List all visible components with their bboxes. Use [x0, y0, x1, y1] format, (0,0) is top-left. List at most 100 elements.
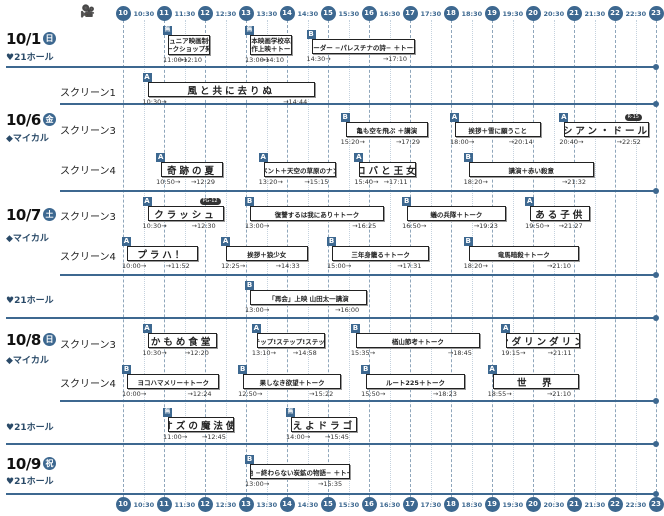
program-block[interactable]: かもめ食堂: [147, 333, 217, 348]
program-block[interactable]: ステップ!ステップ!ステップ!: [256, 333, 325, 348]
start-time: 15:50→: [361, 390, 386, 398]
program-block[interactable]: 講演＋赤い殺意: [468, 162, 594, 177]
program-block[interactable]: ある子供: [530, 206, 591, 221]
day-of-week-badge: 日: [42, 32, 56, 45]
program-block[interactable]: 燃えよドラゴン: [291, 417, 357, 432]
screen-label: スクリーン3: [60, 212, 116, 223]
program-block[interactable]: 果しなき欲望＋トーク: [243, 374, 342, 389]
hour-marker: 14: [279, 497, 295, 512]
program-block[interactable]: 「再会」上映 山田太一講演: [250, 290, 367, 305]
program-block[interactable]: オズの魔法使: [168, 417, 234, 432]
program-block[interactable]: 竜馬暗殺＋トーク: [468, 246, 579, 261]
program-block[interactable]: 楢山節考＋トーク: [355, 333, 480, 348]
rating-badge: A: [559, 113, 569, 122]
screen-label: スクリーン4: [60, 252, 116, 263]
rating-badge: B: [327, 237, 336, 246]
half-hour-label: 18:30: [461, 501, 483, 509]
half-hour-label: 21:30: [584, 501, 606, 509]
program-block[interactable]: 日本映画学校卒業制作上映＋トーク: [250, 35, 292, 55]
hour-marker: 21: [566, 6, 582, 21]
hour-gridline: [205, 20, 206, 502]
start-time: 20:40→: [559, 138, 584, 146]
half-hour-gridline: [512, 20, 514, 502]
end-time: →15:22: [309, 390, 334, 398]
program-block[interactable]: クラッシュ: [147, 206, 224, 221]
program-block[interactable]: ガーダー −パレスチナの詩− ＋トーク: [311, 39, 415, 54]
half-hour-label: 15:30: [338, 10, 360, 18]
row-separator: [6, 493, 658, 495]
rating-badge: A: [487, 365, 497, 374]
half-hour-gridline: [430, 20, 432, 502]
rating-badge: B: [463, 237, 473, 246]
age-rating-tag: PG-12: [199, 198, 221, 205]
program-block[interactable]: 蟻の兵隊＋トーク: [407, 206, 506, 221]
end-time: →15:35: [317, 480, 343, 488]
program-block[interactable]: ヨコハマメリー＋トーク: [127, 374, 220, 389]
hour-marker: 18: [443, 6, 459, 21]
program-block[interactable]: 風と共に去りぬ: [147, 82, 316, 97]
program-block[interactable]: 奇跡の夏: [161, 162, 223, 177]
start-time: 12:25→: [221, 262, 246, 270]
hour-gridline: [287, 20, 288, 502]
start-time: 10:00→: [122, 262, 147, 270]
program-block[interactable]: 三年身籠る＋トーク: [332, 246, 430, 261]
age-rating-tag: R-15: [624, 114, 642, 121]
program-block[interactable]: ロバと王女: [359, 162, 416, 177]
half-hour-label: 21:30: [584, 10, 606, 18]
end-time: →12:24: [187, 390, 212, 398]
start-time: 12:50→: [238, 390, 263, 398]
half-hour-label: 14:30: [297, 10, 319, 18]
rating-badge: B: [402, 197, 412, 206]
hour-marker: 15: [320, 6, 336, 21]
half-hour-gridline: [471, 20, 473, 502]
start-time: 19:50→: [525, 222, 550, 230]
half-hour-label: 13:30: [256, 10, 278, 18]
start-time: 15:40→: [354, 178, 379, 186]
rating-badge: A: [258, 153, 268, 162]
hour-marker: 22: [607, 497, 623, 512]
hour-gridline: [246, 20, 247, 502]
hour-marker: 15: [320, 497, 336, 512]
start-time: 18:55→: [487, 390, 512, 398]
hour-marker: 14: [279, 6, 295, 21]
program-block[interactable]: ロシアン・ドールズ: [564, 122, 649, 137]
start-time: 13:00→: [245, 56, 270, 64]
half-hour-label: 19:30: [502, 10, 524, 18]
program-block[interactable]: 挨拶＋狼少女: [226, 246, 308, 261]
half-hour-label: 22:30: [625, 10, 647, 18]
separator-end-dot: [653, 491, 659, 497]
end-time: →18:23: [432, 390, 457, 398]
separator-end-dot: [653, 188, 659, 194]
program-block[interactable]: 挨拶＋雪に願うこと: [455, 122, 541, 137]
program-block[interactable]: ジュニア映画制作ワークショップ発表: [168, 35, 210, 55]
day-of-week-badge: 祝: [42, 457, 56, 470]
program-block[interactable]: ルート225＋トーク: [366, 374, 465, 389]
program-block[interactable]: 亀も空を飛ぶ ＋講演: [345, 122, 428, 137]
end-time: →14:33: [275, 262, 300, 270]
screen-label: スクリーン3: [60, 126, 116, 137]
hour-marker: 16: [361, 6, 377, 21]
venue-label: ◆マイカル: [6, 356, 49, 366]
venue-label: ♥21ホール: [6, 477, 54, 487]
program-block[interactable]: リンダリンダリンダ: [506, 333, 580, 348]
program-block[interactable]: 世 界: [492, 374, 579, 389]
rating-badge: 無: [245, 26, 254, 35]
hour-marker: 20: [525, 497, 541, 512]
venue-label: ◆マイカル: [6, 234, 49, 244]
program-block[interactable]: プラハ！: [127, 246, 198, 261]
end-time: →16:25: [352, 222, 377, 230]
row-separator: [6, 317, 658, 319]
hour-marker: 11: [156, 6, 172, 21]
start-time: 13:10→: [251, 349, 277, 357]
program-block[interactable]: 復讐するは我にあり＋トーク: [250, 206, 385, 221]
program-block[interactable]: 三池 −終わらない炭鉱の物語− ＋トーク: [250, 464, 350, 479]
hour-marker: 21: [566, 497, 582, 512]
start-time: 14:00→: [286, 433, 311, 441]
day-of-week-badge: 日: [42, 333, 56, 346]
end-time: →14:10: [259, 56, 285, 64]
end-time: →22:52: [616, 138, 641, 146]
program-block[interactable]: イベント＋天空の草原のナンサ: [263, 162, 337, 177]
